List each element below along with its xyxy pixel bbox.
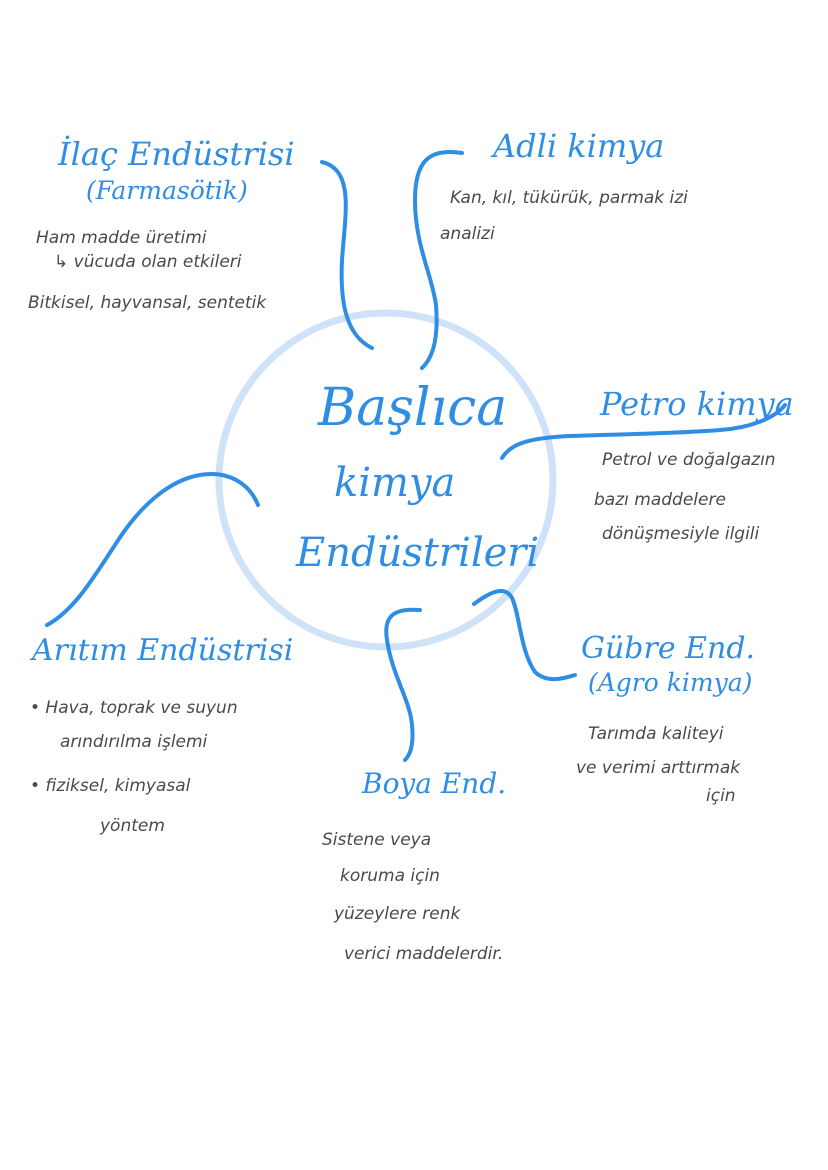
center-title-line1: Başlıca [318,378,508,438]
boya-title: Boya End. [362,767,507,800]
boya-note-1: Sistene veya [322,830,432,850]
connector-aritim [45,472,260,627]
aritim-note-2: arındırılma işlemi [60,732,208,752]
ilac-title: İlaç Endüstrisi [58,135,295,173]
petro-note-1: Petrol ve doğalgazın [602,450,776,470]
center-title-line3: Endüstrileri [296,530,540,576]
connector-petro [500,403,787,460]
ilac-note-1: Ham madde üretimi [36,228,207,248]
petro-title: Petro kimya [600,385,794,423]
connector-gubre [472,589,577,682]
gubre-note-2: ve verimi arttırmak [576,758,741,778]
connector-boya [384,607,422,762]
boya-note-4: verici maddelerdir. [344,944,504,964]
connector-adli [412,150,464,370]
gubre-subtitle: (Agro kimya) [588,668,753,697]
aritim-note-4: yöntem [100,816,165,836]
aritim-note-3: • fiziksel, kimyasal [30,776,191,796]
adli-title: Adli kimya [493,127,665,165]
gubre-note-1: Tarımda kaliteyi [588,724,724,744]
connector-ilac [320,160,374,350]
petro-note-3: dönüşmesiyle ilgili [602,524,760,544]
adli-note-2: analizi [440,224,495,244]
gubre-note-3: için [706,786,736,806]
adli-note-1: Kan, kıl, tükürük, parmak izi [450,188,688,208]
boya-note-2: koruma için [340,866,440,886]
gubre-title: Gübre End. [581,631,756,666]
center-title-line2: kimya [334,460,456,506]
ilac-note-3: Bitkisel, hayvansal, sentetik [28,293,267,313]
center-circle [215,309,557,651]
ilac-note-2: ↳ vücuda olan etkileri [54,252,242,272]
aritim-title: Arıtım Endüstrisi [32,633,294,668]
ilac-subtitle: (Farmasötik) [86,176,248,205]
aritim-note-1: • Hava, toprak ve suyun [30,698,238,718]
petro-note-2: bazı maddelere [594,490,726,510]
boya-note-3: yüzeylere renk [334,904,461,924]
